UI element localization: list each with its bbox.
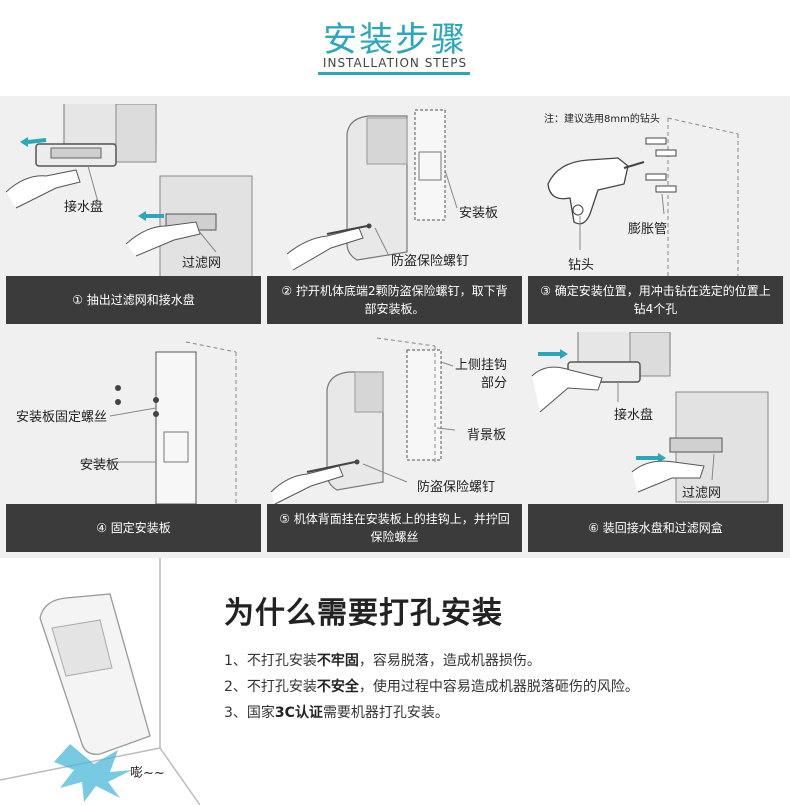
step-4-caption: ④ 固定安装板 — [6, 504, 261, 552]
reason-1: 1、不打孔安装不牢固，容易脱落，造成机器损伤。 — [224, 650, 541, 670]
label-security-screw: 防盗保险螺钉 — [391, 250, 469, 269]
reason-2-suffix: ，使用过程中容易造成机器脱落砸伤的风险。 — [359, 679, 639, 695]
falling-dryer-illustration — [0, 558, 200, 805]
step-5-caption: ⑤ 机体背面挂在安装板上的挂钩上，并拧回保险螺丝 — [267, 504, 522, 552]
label-upper-hook-part: 部分 — [481, 372, 507, 391]
label-security-screw-5: 防盗保险螺钉 — [417, 476, 495, 495]
label-drill-bit: 钻头 — [568, 254, 594, 273]
step-2-panel: 安装板 防盗保险螺钉 ② 拧开机体底端2颗防盗保险螺钉，取下背部安装板。 — [267, 104, 522, 324]
page-title: 安装步骤 — [0, 12, 790, 61]
label-mount-plate: 安装板 — [459, 202, 498, 221]
reason-1-prefix: 1、不打孔安装 — [224, 653, 317, 669]
label-upper-hook: 上侧挂钩 — [455, 354, 507, 373]
label-mount-plate-4: 安装板 — [80, 454, 119, 473]
label-drip-tray-6: 接水盘 — [614, 404, 653, 423]
step-3-caption: ③ 确定安装位置，用冲击钻在选定的位置上钻4个孔 — [528, 276, 783, 324]
step-3-panel: 注：建议选用8mm的钻头 膨胀管 钻头 ③ 确定安装位置，用冲击钻在选定的位置上… — [528, 104, 783, 324]
reason-1-suffix: ，容易脱落，造成机器损伤。 — [359, 653, 541, 669]
label-filter: 过滤网 — [182, 252, 221, 271]
step-6-panel: 接水盘 过滤网 ⑥ 装回接水盘和过滤网盒 — [528, 332, 783, 552]
impact-sound-text: 嘭~~ — [130, 762, 165, 781]
why-title: 为什么需要打孔安装 — [224, 588, 503, 632]
reason-2-bold: 不安全 — [317, 679, 359, 695]
reason-1-bold: 不牢固 — [317, 653, 359, 669]
reason-3-bold: 3C认证 — [275, 705, 323, 721]
reason-2-prefix: 2、不打孔安装 — [224, 679, 317, 695]
reason-3-suffix: 需要机器打孔安装。 — [323, 705, 449, 721]
label-filter-6: 过滤网 — [682, 482, 721, 501]
header: 安装步骤 INSTALLATION STEPS — [0, 0, 790, 96]
label-expansion-tube: 膨胀管 — [628, 218, 667, 237]
step-1-caption: ① 抽出过滤网和接水盘 — [6, 276, 261, 324]
step-1-panel: 接水盘 过滤网 ① 抽出过滤网和接水盘 — [6, 104, 261, 324]
title-underline — [318, 72, 470, 75]
step-2-caption: ② 拧开机体底端2颗防盗保险螺钉，取下背部安装板。 — [267, 276, 522, 324]
step-6-caption: ⑥ 装回接水盘和过滤网盒 — [528, 504, 783, 552]
reason-2: 2、不打孔安装不安全，使用过程中容易造成机器脱落砸伤的风险。 — [224, 676, 639, 696]
label-back-plate: 背景板 — [467, 424, 506, 443]
label-drip-tray: 接水盘 — [64, 196, 103, 215]
label-plate-screws: 安装板固定螺丝 — [16, 406, 107, 425]
reason-3-prefix: 3、国家 — [224, 705, 275, 721]
why-section: 为什么需要打孔安装 1、不打孔安装不牢固，容易脱落，造成机器损伤。 2、不打孔安… — [0, 558, 790, 805]
step-5-panel: 上侧挂钩 部分 背景板 防盗保险螺钉 ⑤ 机体背面挂在安装板上的挂钩上，并拧回保… — [267, 332, 522, 552]
page-subtitle: INSTALLATION STEPS — [0, 56, 790, 70]
step-4-panel: 安装板固定螺丝 安装板 ④ 固定安装板 — [6, 332, 261, 552]
drill-note: 注：建议选用8mm的钻头 — [544, 110, 660, 125]
reason-3: 3、国家3C认证需要机器打孔安装。 — [224, 702, 449, 722]
